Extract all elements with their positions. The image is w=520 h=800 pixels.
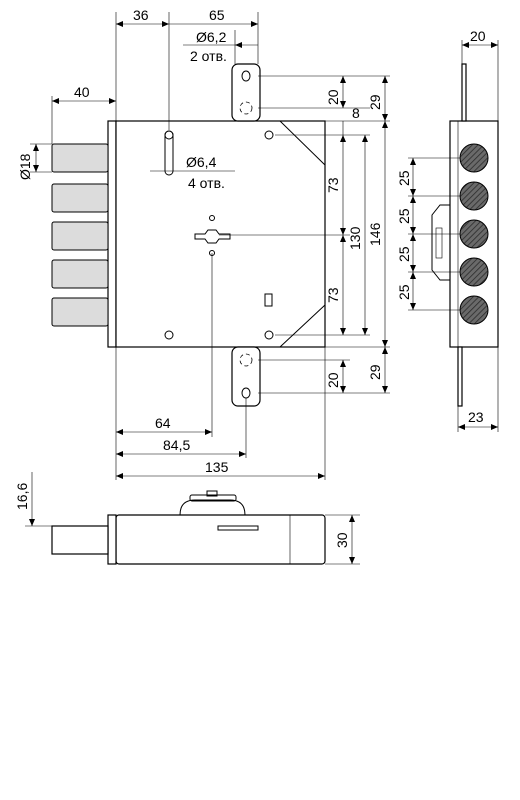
dim-bolt-diam: Ø18 — [17, 153, 33, 180]
side-dim-25-3: 25 — [396, 246, 412, 262]
dim-h-135: 135 — [205, 459, 229, 475]
dim-v-20-top: 20 — [325, 89, 341, 105]
faceplate — [107, 120, 117, 348]
keyhole-top — [209, 215, 215, 221]
dim-v-73-bottom: 73 — [325, 287, 341, 303]
bottom-dim-30: 30 — [334, 532, 350, 548]
side-cylinder-housing — [431, 204, 450, 281]
side-dim-20: 20 — [470, 28, 486, 44]
dim-v-20-bottom: 20 — [325, 372, 341, 388]
body-hole-4 — [264, 330, 274, 340]
side-dim-25-4: 25 — [396, 284, 412, 300]
body-slot — [164, 130, 174, 176]
body-hole-2 — [264, 130, 274, 140]
bottom-view — [51, 490, 326, 565]
bottom-faceplate — [107, 514, 117, 565]
side-dim-25-1: 25 — [396, 170, 412, 186]
side-faceplate-bottom — [457, 346, 463, 407]
side-bolt-1 — [459, 143, 489, 173]
dim-v-73-top: 73 — [325, 177, 341, 193]
dim-v-29-bottom: 29 — [367, 364, 383, 380]
dim-h-64: 64 — [155, 415, 171, 431]
dim-top-36: 36 — [133, 7, 149, 23]
bottom-dim-16-6: 16,6 — [14, 483, 30, 510]
body-hole-3 — [164, 330, 174, 340]
dim-h-84-5: 84,5 — [163, 437, 190, 453]
side-view — [431, 63, 499, 407]
bolt-2 — [51, 183, 109, 213]
tab-hole-bottom-2 — [239, 353, 253, 367]
dim-v-29-top: 29 — [367, 94, 383, 110]
side-bolt-2 — [459, 181, 489, 211]
bottom-mounting-tab — [231, 346, 261, 407]
tab-hole-top-2 — [239, 101, 253, 115]
dim-hole-top-diam: Ø6,2 — [196, 29, 227, 45]
side-dimensions: 20 25 25 25 25 23 — [396, 28, 499, 432]
bottom-dimensions: 16,6 30 — [14, 472, 360, 565]
bottom-slot — [217, 525, 259, 531]
dim-hole-body-count: 4 отв. — [188, 175, 225, 191]
bottom-cylinder — [179, 499, 246, 516]
bottom-case — [115, 514, 326, 565]
bolt-5 — [51, 297, 109, 327]
indicator-slot — [264, 293, 273, 307]
dim-v-8: 8 — [352, 105, 360, 121]
front-view — [51, 63, 326, 407]
front-dimensions: 36 65 Ø6,2 2 отв. 40 Ø18 Ø6,4 4 отв. — [17, 7, 390, 480]
side-bolt-4 — [459, 257, 489, 287]
dim-top-65: 65 — [209, 7, 225, 23]
bolt-4 — [51, 259, 109, 289]
side-dim-25-2: 25 — [396, 208, 412, 224]
tab-hole-top — [241, 70, 251, 82]
bolt-1 — [51, 143, 109, 173]
case-right-contour — [279, 120, 326, 348]
side-dim-23: 23 — [468, 409, 484, 425]
dim-v-146: 146 — [367, 222, 383, 246]
dim-hole-body-diam: Ø6,4 — [186, 154, 217, 170]
side-faceplate-top — [461, 63, 467, 122]
dim-bolt-offset-40: 40 — [74, 84, 90, 100]
bolt-3 — [51, 221, 109, 251]
bottom-bolt — [51, 525, 109, 555]
side-bolt-5 — [459, 295, 489, 325]
side-bolt-3 — [459, 219, 489, 249]
dim-hole-top-count: 2 отв. — [190, 48, 227, 64]
top-mounting-tab — [231, 63, 261, 122]
keyhole — [194, 229, 231, 244]
dim-v-130: 130 — [347, 226, 363, 250]
